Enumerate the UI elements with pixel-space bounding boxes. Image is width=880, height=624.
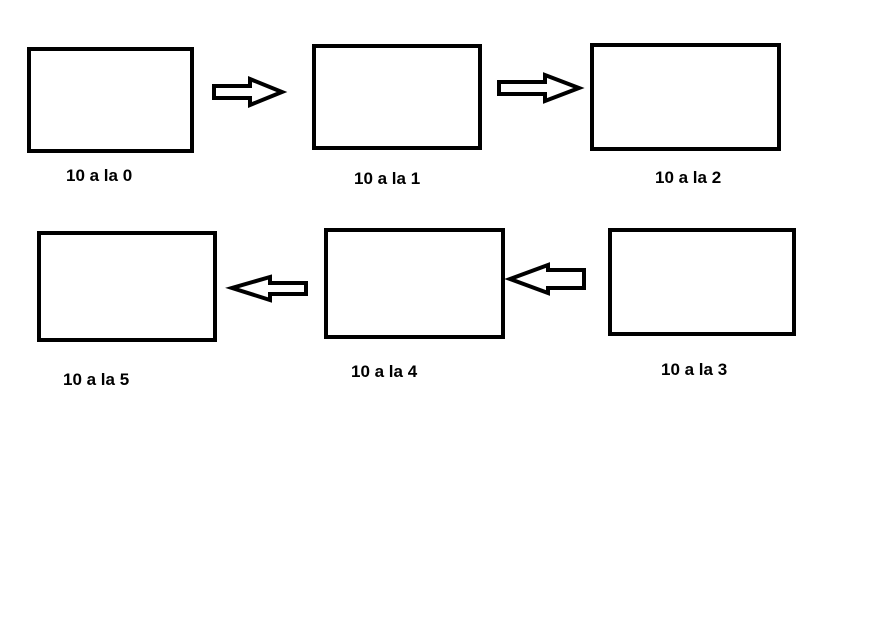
arrow-left-icon xyxy=(225,274,308,303)
arrow-right-icon xyxy=(497,72,585,104)
node-box-4 xyxy=(324,228,505,339)
arrow-left-icon xyxy=(504,262,586,296)
node-label-1: 10 a la 1 xyxy=(354,169,421,188)
node-box-3 xyxy=(608,228,796,336)
node-box-2 xyxy=(590,43,781,151)
node-label-5: 10 a la 5 xyxy=(63,370,130,389)
node-box-5 xyxy=(37,231,217,342)
node-label-4: 10 a la 4 xyxy=(351,362,418,381)
node-label-0: 10 a la 0 xyxy=(66,166,133,185)
arrow-right-icon xyxy=(212,76,288,108)
node-box-1 xyxy=(312,44,482,150)
node-label-3: 10 a la 3 xyxy=(661,360,728,379)
node-label-2: 10 a la 2 xyxy=(655,168,722,187)
node-box-0 xyxy=(27,47,194,153)
